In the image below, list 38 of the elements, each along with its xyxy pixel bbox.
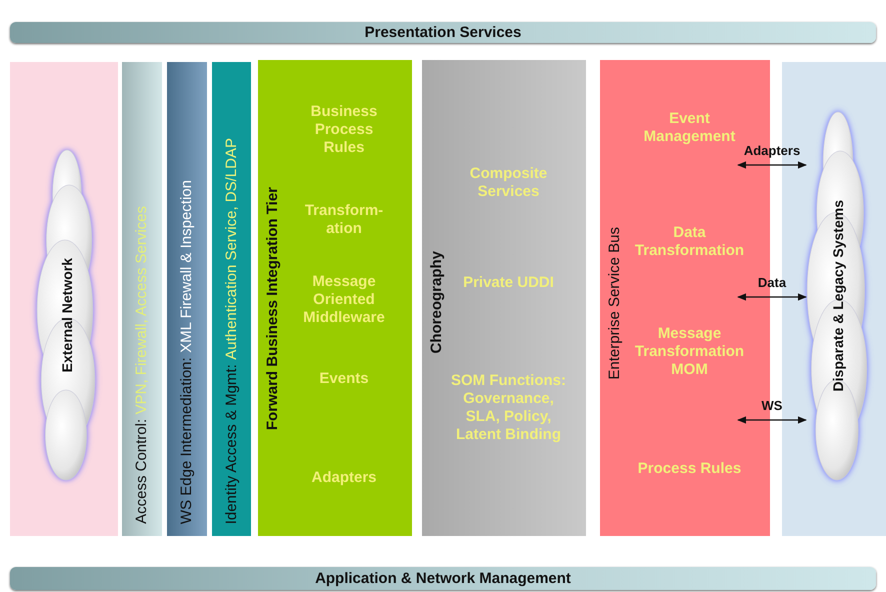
cloud-label: Disparate & Legacy Systems <box>830 200 846 392</box>
layer-heading: Access Control: <box>133 418 150 524</box>
tier-item: Business Process Rules <box>310 103 378 157</box>
footer-bar <box>10 567 876 590</box>
double-arrow <box>737 161 807 169</box>
header-bar <box>10 22 876 43</box>
double-arrow <box>737 416 807 424</box>
tier-item: Message Oriented Middleware <box>302 273 386 327</box>
tier-item: SOM Functions: Governance, SLA, Policy, Latent Binding <box>450 372 567 444</box>
tier-heading: Enterprise Service Bus <box>606 227 623 380</box>
tier-item: Message Transformation MOM <box>634 325 746 379</box>
tier-item: Adapters <box>310 469 378 487</box>
tier-item: Events <box>318 370 370 388</box>
layer-detail: Authentication Service, DS/LDAP <box>222 138 240 360</box>
layer-heading: Identity Access & Mgmt: <box>222 364 240 524</box>
layer-detail: XML Firewall & Inspection <box>178 180 195 353</box>
edge-label: Adapters <box>744 143 800 158</box>
layer-bar <box>212 62 251 536</box>
tier-item: Private UDDI <box>462 274 555 292</box>
tier-heading: Forward Business Integration Tier <box>264 186 281 430</box>
tier-item: Event Management <box>642 110 736 146</box>
layer-heading: WS Edge Intermediation: <box>178 357 195 524</box>
layer-detail: VPN, Firewall, Access Services <box>133 206 150 414</box>
tier-item: Data Transformation <box>634 224 746 260</box>
double-arrow <box>737 293 807 301</box>
tier-panel <box>422 60 586 536</box>
network-panel <box>10 62 118 536</box>
cloud-label: External Network <box>59 258 75 372</box>
tier-item: Composite Services <box>468 165 548 201</box>
tier-item: Transform- ation <box>304 202 384 238</box>
bar-title: Application & Network Management <box>315 570 571 587</box>
edge-label: Data <box>758 275 786 290</box>
tier-item: Process Rules <box>636 460 742 478</box>
tier-panel <box>258 60 412 536</box>
layer-bar <box>167 62 207 536</box>
tier-heading: Choreography <box>428 251 445 354</box>
layer-bar <box>122 62 162 536</box>
bar-title: Presentation Services <box>364 24 522 41</box>
